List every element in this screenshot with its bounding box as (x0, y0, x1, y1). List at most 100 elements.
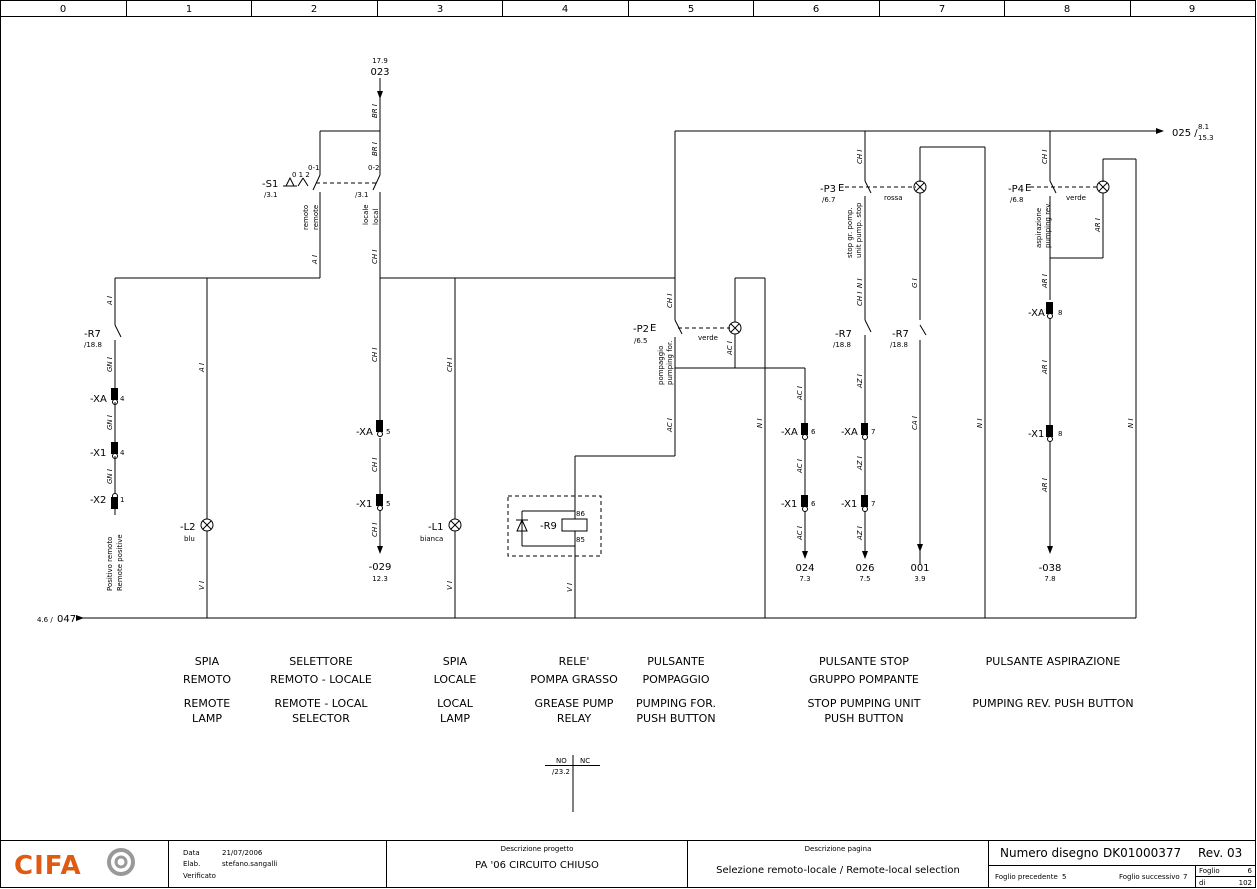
terminal-xa7 (861, 423, 868, 435)
caption-it-1: SELETTORE (289, 655, 353, 668)
caption-it-2: GRUPPO POMPANTE (809, 673, 919, 686)
of-label: di (1199, 879, 1205, 887)
elab-value: stefano.sangalli (222, 860, 277, 868)
sheet-label: Foglio (1199, 867, 1220, 875)
ruler-col-9: 9 (1189, 4, 1195, 15)
wire-code: A I (198, 363, 206, 373)
pin-x1-7: 7 (871, 500, 875, 508)
lamp-p3-icon (913, 180, 927, 194)
wire-047: 047 (57, 614, 76, 625)
title-block: CIFA Data 21/07/2006 Elab. stefano.sanga… (0, 840, 1256, 888)
label-s1: -S1 (262, 179, 278, 190)
caption-it-2: POMPAGGIO (643, 673, 710, 686)
label-x1-8: -X1 (1028, 429, 1044, 440)
data-value: 21/07/2006 (222, 849, 263, 857)
label-xa6: -XA (781, 427, 798, 438)
wiring (76, 78, 1164, 812)
label-xa4: -XA (90, 394, 107, 405)
s1-contact-01: 0-1 (308, 164, 319, 172)
revision: Rev. 03 (1198, 846, 1242, 860)
p3-desc-it: stop gr. pomp. (846, 207, 854, 258)
lamp-l2-icon (200, 518, 214, 532)
caption-local-lamp: SPIA LOCALE LOCAL LAMP (434, 655, 477, 725)
label-xa8: -XA (1028, 308, 1045, 319)
wire-code: AZ I (856, 526, 864, 541)
wire-code: A I (311, 255, 319, 265)
wire-024: 024 (795, 563, 814, 574)
caption-en-1: STOP PUMPING UNIT (807, 697, 920, 710)
prev-sheet-value: 5 (1062, 873, 1066, 881)
caption-selector: SELETTORE REMOTO - LOCALE REMOTE - LOCAL… (270, 655, 372, 725)
next-sheet-label: Foglio successivo (1119, 873, 1180, 881)
pin-xa7: 7 (871, 428, 875, 436)
caption-it-2: REMOTO (183, 673, 231, 686)
label-x1-4: -X1 (90, 448, 106, 459)
terminal-x1-5 (376, 494, 383, 506)
pin-x1-4: 4 (120, 449, 125, 457)
caption-stop-button: PULSANTE STOP GRUPPO POMPANTE STOP PUMPI… (807, 655, 920, 725)
label-r9: -R9 (540, 521, 557, 532)
ref-001: 3.9 (914, 575, 925, 583)
wire-code: AR I (1041, 478, 1049, 493)
terminal-xa4 (111, 388, 118, 400)
wire-code: BR I (371, 142, 379, 156)
wire-code: A I (106, 296, 114, 306)
remote-positive: Remote positive (116, 534, 124, 591)
wire-code: CH I (446, 358, 454, 372)
pin-x1-5: 5 (386, 500, 390, 508)
logo-text: CIFA (14, 851, 82, 881)
next-sheet-value: 7 (1183, 873, 1187, 881)
l1-color: bianca (420, 535, 443, 543)
data-label: Data (183, 849, 200, 857)
wire-code: V I (198, 581, 206, 590)
caption-it-1: PULSANTE (647, 655, 704, 668)
terminal-xa6 (801, 423, 808, 435)
lamp-p4-icon (1096, 180, 1110, 194)
captions: SPIA REMOTO REMOTE LAMP SELETTORE REMOTO… (183, 655, 1134, 725)
terminal-x1-6 (801, 495, 808, 507)
wire-001: 001 (910, 563, 929, 574)
ruler-col-6: 6 (813, 4, 819, 15)
terminal-xa8 (1046, 302, 1053, 314)
label-x1-6: -X1 (781, 499, 797, 510)
wire-code: GN I (106, 469, 114, 484)
lamp-l1-icon (448, 518, 462, 532)
ref-r7-mid: /18.8 (833, 341, 851, 349)
caption-en-2: PUSH BUTTON (636, 712, 715, 725)
ref-s1: /3.1 (264, 191, 278, 199)
caption-en-1: PUMPING FOR. (636, 697, 716, 710)
column-ruler: 0 1 2 3 4 5 6 7 8 9 (60, 0, 1195, 16)
positivo-remoto: Positivo remoto (106, 537, 114, 591)
caption-remote-lamp: SPIA REMOTO REMOTE LAMP (183, 655, 231, 725)
ruler-col-3: 3 (437, 4, 443, 15)
wire-code: N I (1127, 418, 1135, 428)
wire-code: CH I (856, 150, 864, 164)
caption-it-1: RELE' (559, 655, 590, 668)
wire-code: N I (756, 418, 764, 428)
ruler-col-0: 0 (60, 4, 66, 15)
ref-038: 7.8 (1044, 575, 1055, 583)
ruler-col-4: 4 (562, 4, 568, 15)
caption-en-1: LOCAL (437, 697, 474, 710)
terminal-x1-8 (1046, 425, 1053, 437)
label-xa7: -XA (841, 427, 858, 438)
wire-026: 026 (855, 563, 874, 574)
label-x1-5: -X1 (356, 499, 372, 510)
prev-sheet-label: Foglio precedente (995, 873, 1058, 881)
label-x1-7: -X1 (841, 499, 857, 510)
s1-local: local (372, 209, 380, 225)
ref-left-in: 4.6 / (37, 616, 53, 624)
wire-code: CH I (856, 292, 864, 306)
caption-en-1: GREASE PUMP (535, 697, 614, 710)
relay-r9 (507, 495, 602, 557)
label-x2-1: -X2 (90, 495, 106, 506)
caption-en-2: RELAY (557, 712, 592, 725)
wire-code: G I (911, 278, 919, 288)
caption-en-2: SELECTOR (292, 712, 350, 725)
terminal-x2-1 (111, 497, 118, 509)
label-r7-mid: -R7 (835, 329, 852, 340)
ruler-col-7: 7 (939, 4, 945, 15)
drawing-number-label: Numero disegno (1000, 846, 1099, 860)
wire-code: AR I (1041, 274, 1049, 289)
